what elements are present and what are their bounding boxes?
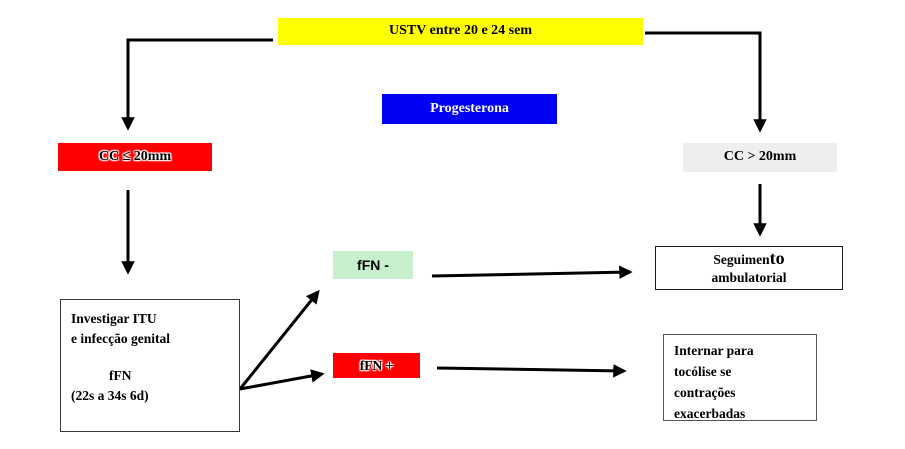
seguimento-line-2: ambulatorial — [711, 270, 787, 285]
investigar-line-2: e infecção genital — [71, 330, 170, 346]
arrow-ffn-neg-to-seguimento — [431, 265, 633, 279]
internar-line-2: tocólise se — [674, 363, 732, 379]
investigar-line-4: (22s a 34s 6d) — [71, 387, 149, 403]
node-internar-tocolise: Internar para tocólise se contrações exa… — [663, 334, 817, 421]
arrow-ustv-to-cc-le — [121, 38, 273, 131]
investigar-line-1: Investigar ITU — [71, 311, 157, 326]
node-cc-greater-20mm: CC > 20mm — [683, 143, 837, 172]
arrow-ustv-to-cc-gt — [645, 31, 767, 133]
arrow-investigar-to-ffn-pos — [239, 369, 325, 391]
node-seguimento-ambulatorial: Seguimento ambulatorial — [655, 246, 843, 290]
node-ffn-positive: fFN + — [333, 353, 420, 378]
arrow-ffn-pos-to-internar — [436, 364, 627, 378]
investigar-line-3: fFN — [109, 368, 132, 384]
node-progesterona: Progesterona — [382, 94, 557, 124]
arrow-investigar-to-ffn-neg — [238, 289, 320, 390]
internar-line-3: contrações — [674, 384, 736, 400]
internar-line-1: Internar para — [674, 343, 754, 358]
internar-line-4: exacerbadas — [674, 405, 746, 421]
node-cc-less-equal-20mm: CC ≤ 20mm — [58, 143, 212, 171]
node-ffn-negative: fFN - — [333, 251, 413, 279]
node-ustv: USTV entre 20 e 24 sem — [278, 18, 643, 45]
seguimento-line-1: Seguimento — [713, 248, 785, 269]
node-investigar-itu: Investigar ITU e infecção genital fFN (2… — [60, 299, 240, 432]
investigar-spacer — [71, 348, 231, 366]
